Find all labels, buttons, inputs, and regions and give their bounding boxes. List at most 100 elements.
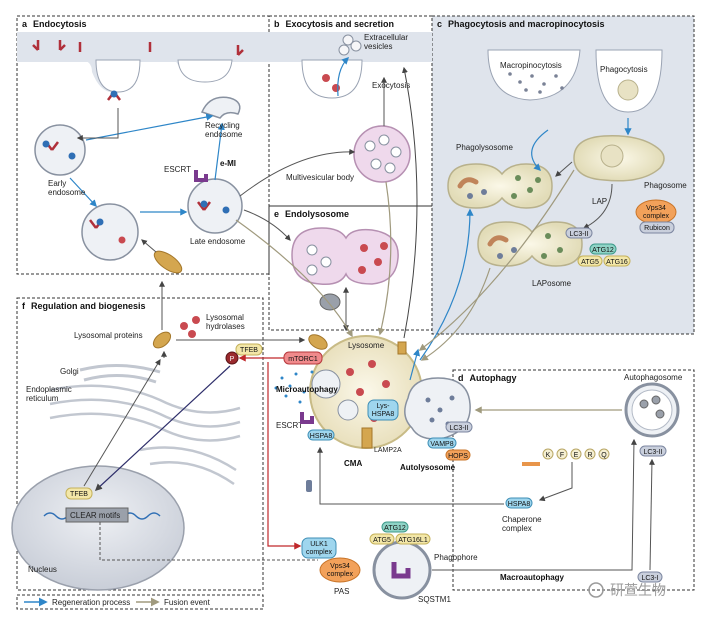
hops-pill [445, 449, 471, 461]
endoplasmic-reticulum [49, 384, 241, 486]
lysosome-protein-vesicle [308, 334, 328, 350]
mvb-vesicles [364, 134, 402, 174]
vamp8-pill [427, 437, 457, 449]
arrow-lysosome-to-exocytosis [401, 66, 418, 339]
tfeb-pill-nucleus [65, 487, 93, 500]
microautophagy-label: Microautophagy [276, 385, 338, 394]
regen-autolysosome-to-lysosome [409, 348, 420, 381]
kferq-k: K [546, 452, 551, 459]
arrow-late-to-mvb [239, 148, 356, 197]
extracellular-vesicles [338, 34, 362, 56]
lysosomal-proteins-label: Lysosomal proteins [74, 331, 143, 340]
endocytic-pit-1 [95, 59, 141, 93]
tfeb-nucleus-label: TFEB [70, 491, 88, 498]
autolysosome-label: Autolysosome [400, 463, 456, 472]
early-endosome [34, 124, 86, 176]
hops-label: HOPS [448, 453, 468, 460]
sqstm1-protein [391, 562, 411, 579]
arrow-chaperone-to-cma [317, 446, 504, 505]
lys-hspa8-pill [367, 399, 399, 421]
lysosome-transporter [397, 341, 407, 355]
nucleus-label: Nucleus [28, 565, 57, 574]
escrt-label: ESCRT [164, 165, 191, 174]
clear-motifs-label: CLEAR motifs [70, 511, 120, 520]
hydrolase-cluster [180, 316, 200, 338]
phagosome-cargo [600, 144, 624, 168]
lc3-ii-pill-d1 [445, 421, 473, 433]
kferq-q: Q [601, 452, 607, 459]
endolysosome [291, 227, 399, 286]
atg16l1-label: ATG16L1 [398, 537, 428, 544]
lys-hspa8-label: Lys-HSPA8 [372, 403, 395, 418]
atg12-c-label: ATG12 [592, 247, 614, 254]
atg16l1-pill [395, 533, 431, 545]
regen-lysosome-to-phagolysosome [419, 208, 474, 361]
panel-e-box [268, 205, 433, 331]
atg12-pill-c [589, 243, 617, 255]
legend-fusion-label: Fusion event [164, 598, 211, 607]
vps34-complex-d [319, 557, 361, 583]
atg5-d-label: ATG5 [373, 537, 391, 544]
lc3-ii-pill-d2 [639, 445, 667, 457]
arrow-kferq-to-chaperone [538, 462, 573, 502]
atg5-pill-d [369, 533, 395, 545]
phagolysosome-label: Phagolysosome [456, 143, 513, 152]
golgi-apparatus [79, 364, 161, 384]
phagophore [372, 540, 432, 600]
exocytosis-pit [301, 59, 363, 99]
emi-label: e-MI [220, 159, 236, 168]
ulk1-complex-pill [301, 537, 337, 559]
arrow-exocytosis-vesicles [337, 56, 350, 97]
autophagosome-cargo [639, 395, 665, 419]
laposome-label: LAPosome [532, 279, 572, 288]
autophagosome-inner [631, 389, 673, 431]
escrt2-protein [300, 412, 314, 424]
hspa8-e-label: HSPA8 [310, 433, 333, 440]
endocytic-pit-2 [177, 59, 233, 83]
rubicon-label: Rubicon [644, 225, 670, 232]
nucleus-to-pas-line [99, 522, 318, 561]
arrow-early-to-recycling [85, 113, 214, 141]
atg16-pill-c [603, 255, 631, 267]
phagocytosed-particle [617, 79, 639, 101]
recycling-endosome [200, 96, 241, 119]
lc3-i-pill [637, 571, 663, 583]
arrow-phagosome-to-phagolysosome [555, 161, 573, 177]
arrow-nucleus-to-golgi [83, 358, 161, 487]
clear-motifs-box [65, 507, 129, 523]
kferq-e: E [574, 452, 579, 459]
hspa8-pill-d [505, 497, 533, 509]
phagosome-label: Phagosome [644, 181, 687, 190]
arrow-early-to-sorting [69, 177, 97, 208]
lysosomal-protein-vesicle-f [152, 331, 172, 349]
arrow-endocytosis-to-early [76, 108, 119, 141]
atg5-pill-c [577, 255, 603, 267]
lap-label: LAP [592, 197, 607, 206]
escrt2-label: ESCRT [276, 421, 303, 430]
sorting-endosome [81, 203, 139, 261]
macropinocytosis-pit [487, 49, 581, 101]
atg5-c-label: ATG5 [581, 259, 599, 266]
membrane-band-a [17, 32, 269, 62]
kferq-motif [522, 448, 610, 466]
vps34-complex-c [635, 199, 677, 225]
lysosome-label: Lysosome [348, 341, 385, 350]
intraluminal-vesicle [337, 399, 359, 421]
endolysosome-contents [306, 242, 388, 276]
lamp2a-channel [361, 427, 373, 449]
arrow-vesicle-to-sorting [141, 239, 157, 253]
endosome-lysosome-vesicle [153, 250, 183, 274]
phagolysosome [447, 163, 553, 209]
fusion-laposome-lysosome [420, 267, 491, 361]
endosome-receptors [42, 90, 230, 244]
lc3-ii-d1-label: LC3-II [449, 425, 468, 432]
